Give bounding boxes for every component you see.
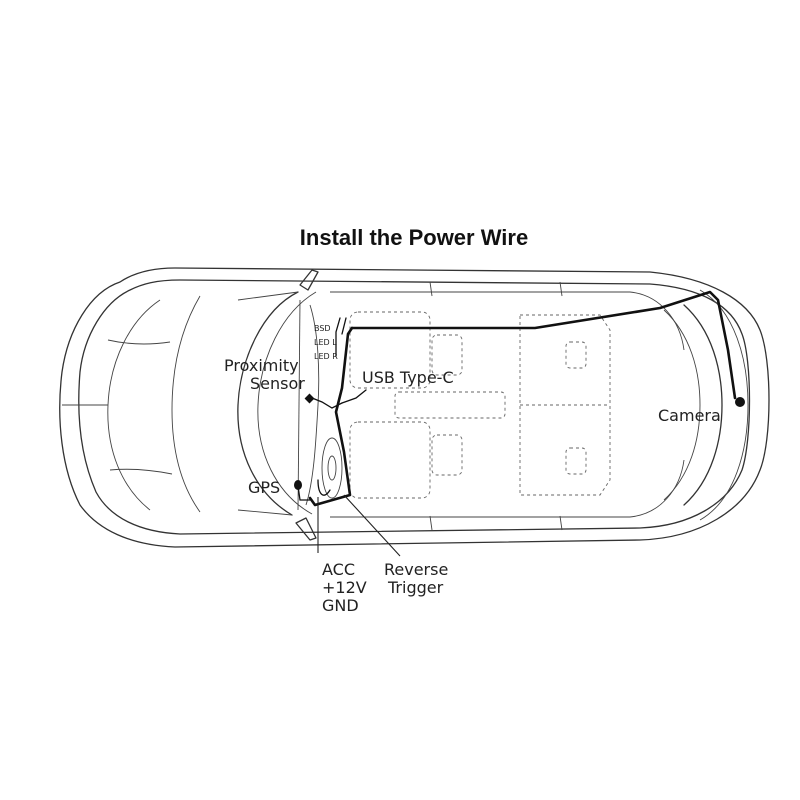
proximity-sensor-icon [304, 393, 315, 404]
reverse-trigger-label-line1: Reverse [384, 560, 448, 579]
plus-12v-label: +12V [322, 578, 367, 597]
reverse-leader [343, 494, 401, 557]
diagram-title: Install the Power Wire [300, 225, 528, 250]
gps-antenna-icon [294, 480, 302, 490]
proximity-sensor-label-line1: Proximity [224, 356, 299, 375]
gps-label: GPS [248, 478, 280, 497]
bsd-label: BSD [314, 324, 331, 333]
reverse-trigger-label-line2: Trigger [387, 578, 444, 597]
led-r-label: LED R [314, 352, 338, 361]
usb-type-c-label: USB Type-C [362, 368, 454, 387]
gnd-label: GND [322, 596, 359, 615]
acc-label: ACC [322, 560, 355, 579]
camera-icon [735, 397, 745, 407]
proximity-sensor-label-line2: Sensor [250, 374, 305, 393]
power-wire-route [297, 290, 737, 507]
led-l-label: LED L [314, 338, 337, 347]
car-interior [321, 311, 611, 499]
camera-label: Camera [658, 406, 721, 425]
